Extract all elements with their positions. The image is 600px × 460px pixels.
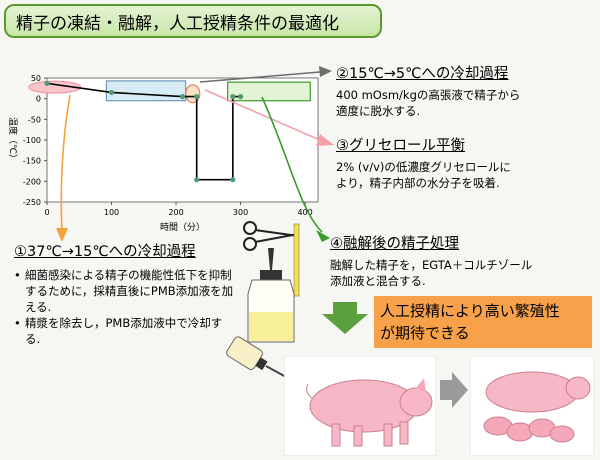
x-tick-label: 100 <box>104 208 119 217</box>
section-4-line: 融解した精子を，EGTA＋コルチゾール <box>330 258 533 272</box>
catheter-bottle-icon <box>226 336 268 371</box>
arrowhead-section2 <box>319 66 332 77</box>
data-point <box>44 80 50 86</box>
section-2-heading: ②15℃→5℃への冷却過程 <box>336 66 509 82</box>
series-line <box>46 82 241 181</box>
section-4: ④融解後の精子処理 融解した精子を，EGTA＋コルチゾール 添加液と混合する. <box>330 232 532 289</box>
data-point <box>230 94 236 100</box>
scissors-icon <box>243 221 299 251</box>
section-1-bullet: 細菌感染による精子の機能性低下を抑制するために，採精直後にPMB添加液を加える. <box>14 267 234 315</box>
section-2-body: 400 mOsm/kgの高張液で精子から 適度に脱水する. <box>336 87 520 119</box>
arrowhead-section4 <box>316 230 330 242</box>
section-4-heading: ④融解後の精子処理 <box>330 236 459 252</box>
x-axis-label: 時間（分） <box>160 222 205 233</box>
connector-to-section2 <box>199 71 321 83</box>
x-tick-label: 400 <box>297 208 312 217</box>
data-point <box>179 94 186 100</box>
x-tick-label: 200 <box>168 208 183 217</box>
y-tick-label: 50 <box>31 74 41 83</box>
section-1-bullet: 精漿を除去し，PMB添加液中で冷却する. <box>14 315 234 347</box>
result-line: が期待できる <box>380 324 470 342</box>
bottle-icon <box>247 248 295 343</box>
result-callout: 人工授精により高い繁殖性 が期待できる <box>374 296 592 348</box>
connector-to-section3 <box>204 89 323 142</box>
data-point <box>230 177 236 183</box>
data-point <box>237 94 244 100</box>
section-3-line: 2% (v/v)の低濃度グリセロールに <box>336 160 511 174</box>
section-4-line: 添加液と混合する. <box>330 274 426 288</box>
section-1-bullets: 細菌感染による精子の機能性低下を抑制するために，採精直後にPMB添加液を加える.… <box>14 267 234 347</box>
section-4-body: 融解した精子を，EGTA＋コルチゾール 添加液と混合する. <box>330 257 532 289</box>
arrowhead-section3 <box>316 134 334 146</box>
section-1: ①37℃→15℃への冷却過程 細菌感染による精子の機能性低下を抑制するために，採… <box>14 240 234 347</box>
title-text: 精子の凍結・融解，人工授精条件の最適化 <box>16 13 339 34</box>
straw-cut-illustration <box>243 221 300 343</box>
x-tick-label: 300 <box>233 208 248 217</box>
page-title: 精子の凍結・融解，人工授精条件の最適化 <box>4 4 382 38</box>
y-tick-label: -100 <box>23 136 41 145</box>
y-axis-label: 温度（℃） <box>7 117 19 163</box>
chart-series <box>44 80 244 183</box>
arrowhead-section1 <box>56 228 68 242</box>
section-2: ②15℃→5℃への冷却過程 400 mOsm/kgの高張液で精子から 適度に脱水… <box>336 62 520 119</box>
straw-icon <box>293 223 300 297</box>
data-point <box>108 89 115 96</box>
section-3: ③グリセロール平衡 2% (v/v)の低濃度グリセロールに より，精子内部の水分… <box>336 134 511 191</box>
y-tick-label: -50 <box>28 115 41 124</box>
down-arrow-icon <box>322 302 368 334</box>
data-point <box>194 94 200 100</box>
section-3-body: 2% (v/v)の低濃度グリセロールに より，精子内部の水分子を吸着. <box>336 159 511 191</box>
connector-to-section1 <box>60 94 71 233</box>
section-3-line: より，精子内部の水分子を吸着. <box>336 176 500 190</box>
right-arrow-icon <box>440 372 468 408</box>
sow-with-piglets-image <box>470 356 594 456</box>
y-tick-label: 0 <box>36 95 41 104</box>
y-tick-label: -250 <box>23 198 41 207</box>
connector-to-section4 <box>261 96 323 233</box>
sow-insemination-image <box>284 356 436 456</box>
section-1-heading: ①37℃→15℃への冷却過程 <box>14 244 196 260</box>
y-tick-label: -200 <box>23 177 41 186</box>
stage-1-highlight <box>28 80 82 94</box>
x-tick-label: 0 <box>44 208 49 217</box>
stage-4-highlight <box>227 81 311 102</box>
section-2-line: 適度に脱水する. <box>336 104 421 118</box>
result-line: 人工授精により高い繁殖性 <box>380 302 560 320</box>
data-point <box>194 177 200 183</box>
section-2-line: 400 mOsm/kgの高張液で精子から <box>336 88 521 102</box>
section-3-heading: ③グリセロール平衡 <box>336 138 465 154</box>
y-tick-label: -150 <box>23 157 41 166</box>
